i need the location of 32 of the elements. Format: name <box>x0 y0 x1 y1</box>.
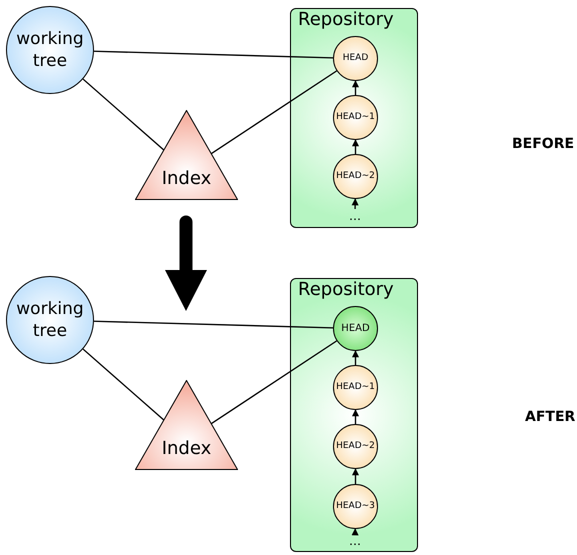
node-label: HEAD~1 <box>335 380 376 394</box>
node-label: Index <box>162 440 212 458</box>
arrow <box>352 528 359 536</box>
arrow <box>352 409 359 424</box>
node-label: HEAD~1 <box>335 110 376 124</box>
ellipsis-text: … <box>345 209 365 223</box>
repository-panel <box>290 278 418 552</box>
node-label: HEAD~2 <box>335 170 376 183</box>
panel-title: Repository <box>298 9 394 32</box>
connector-line <box>94 320 334 329</box>
node-label: working tree <box>15 28 85 72</box>
node-label: HEAD <box>340 322 371 336</box>
connector-line <box>82 348 164 420</box>
arrow <box>352 139 359 154</box>
node-label: HEAD~2 <box>335 440 376 453</box>
arrow <box>352 468 359 484</box>
node-label: HEAD~3 <box>335 500 376 513</box>
arrow <box>352 198 359 209</box>
connector-line <box>211 70 338 154</box>
connector-line <box>94 50 334 59</box>
arrow <box>352 350 359 365</box>
ellipsis-text: … <box>345 534 365 548</box>
repository-panel <box>290 8 418 228</box>
node-label: HEAD <box>342 52 370 65</box>
state-label: AFTER <box>525 408 576 427</box>
connector-line <box>82 78 164 150</box>
arrow <box>352 80 359 95</box>
state-label: BEFORE <box>512 135 574 154</box>
node-label: Index <box>162 170 212 188</box>
connector-line <box>211 340 338 424</box>
node-label: working tree <box>15 298 85 342</box>
panel-title: Repository <box>298 279 394 302</box>
